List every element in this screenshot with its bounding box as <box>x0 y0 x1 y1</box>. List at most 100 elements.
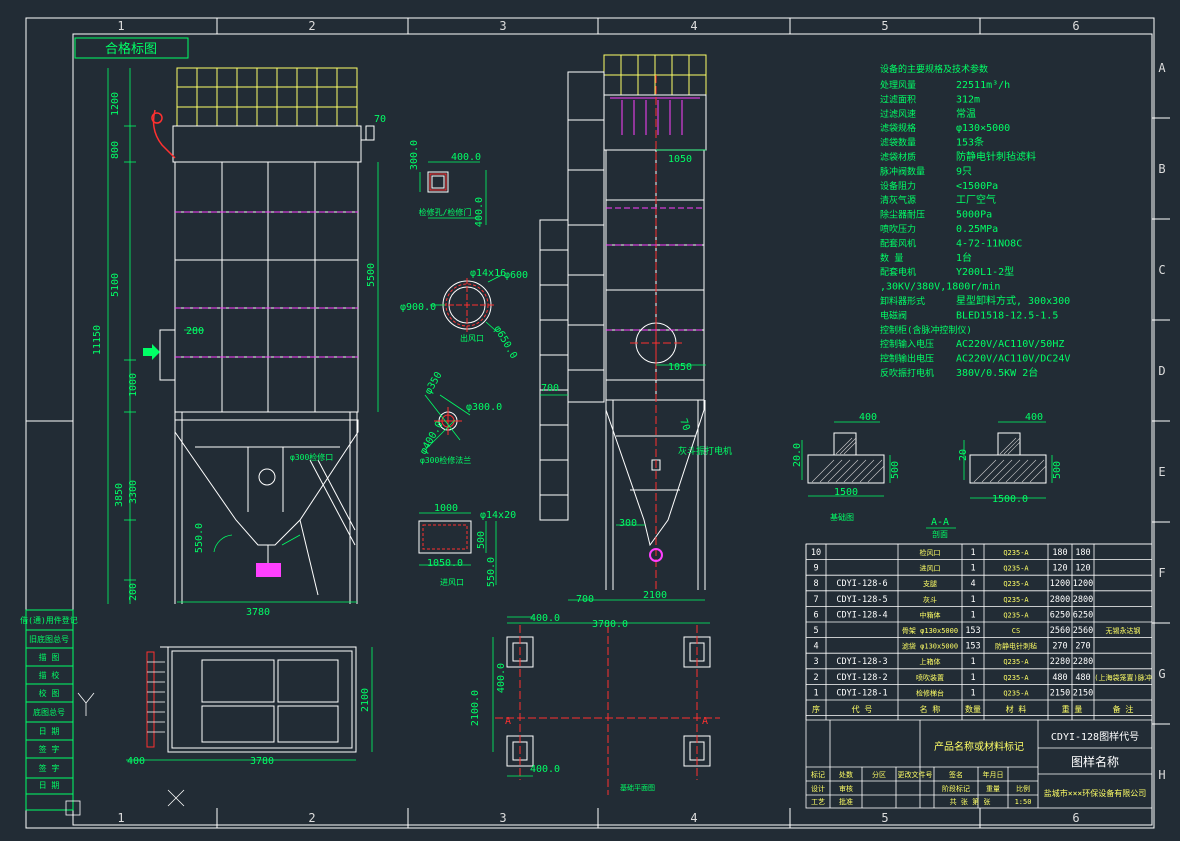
spec-value: 312m <box>956 94 980 105</box>
bom-cell-name: 检风口 <box>920 548 941 557</box>
side-valve-icon <box>649 548 663 562</box>
zone-col-2-bottom: 2 <box>308 811 315 825</box>
bom-cell-qty: 4 <box>970 579 975 589</box>
zone-row-g: G <box>1158 667 1165 681</box>
register-row-6: 底图总号 <box>33 707 65 717</box>
inlet-dim-h: 500 <box>476 531 487 549</box>
spec-label: 控制输入电压 <box>880 338 934 350</box>
spec-value: 星型卸料方式, 300x300 <box>956 294 1070 307</box>
side-dim-top: 1050 <box>668 154 692 165</box>
bom-scale-label: 比例 <box>1016 784 1030 793</box>
bom-cell-qty: 1 <box>970 688 975 698</box>
bom-rev-mark: 标记 <box>811 770 825 779</box>
register-row-9: 签 字 <box>39 763 60 773</box>
foundation-section-sub: 剖面 <box>932 529 948 539</box>
inlet-dim-bolt: φ14x20 <box>480 510 516 521</box>
bom-footer-company: 盐城市×××环保设备有限公司 <box>1044 788 1146 798</box>
bom-cell-name: 喷吹装置 <box>916 673 944 682</box>
outlet-dim-inner: φ900.0 <box>400 302 436 313</box>
register-row-8: 签 字 <box>39 744 60 754</box>
spec-value: 22511m³/h <box>956 80 1010 91</box>
zone-row-a: A <box>1158 61 1166 75</box>
bom-cell-qty: 1 <box>970 595 975 605</box>
foundation-left-dim-bottom: 1500 <box>834 487 858 498</box>
bom-cell-no: 4 <box>813 642 818 652</box>
inlet-port-detail: 1000 φ14x20 500 1050.0 550.0 进风口 <box>418 503 516 587</box>
bom-stage: 阶段标记 <box>942 784 970 793</box>
small-flange-caption: φ300检修法兰 <box>420 455 471 465</box>
bom-cell-mat: Q235-A <box>1003 674 1029 682</box>
spec-value: 防静电针刺毡滤料 <box>956 150 1036 163</box>
plan-dim-right: 2100 <box>360 688 371 712</box>
bom-cell-mat: 防静电针刺毡 <box>995 642 1037 651</box>
side-dim-bottom: 2100 <box>643 590 667 601</box>
front-dim-3850: 3850 <box>114 483 125 507</box>
bom-cell-no: 10 <box>811 548 821 558</box>
zone-col-4-bottom: 4 <box>690 811 697 825</box>
side-bag-grid <box>603 54 707 96</box>
bom-role-process: 工艺 <box>811 798 825 806</box>
spec-label: 设备阻力 <box>880 180 916 192</box>
plan-view: 400 3780 2100 <box>126 646 373 767</box>
zone-col-6-top: 6 <box>1072 19 1079 33</box>
bom-rev-doc: 更改文件号 <box>898 770 933 779</box>
bom-cell-qty: 1 <box>970 657 975 667</box>
bom-cell-no: 9 <box>813 564 818 574</box>
bom-cell-mat: Q235-A <box>1003 658 1029 666</box>
bom-drawing-no: CDYI-128图样代号 <box>1051 730 1139 743</box>
spec-value: 4-72-11NO8C <box>956 238 1022 249</box>
zone-col-6-bottom: 6 <box>1072 811 1079 825</box>
spec-value: 380V/0.5KW 2台 <box>956 366 1038 379</box>
spec-value: φ130×5000 <box>956 123 1010 134</box>
bom-role-review: 审核 <box>839 784 853 793</box>
foundation-plan-dim-top: 3780.0 <box>592 619 628 630</box>
bom-cell-code: CDYI-128-2 <box>836 673 887 683</box>
title-stamp: 合格标图 <box>74 37 189 59</box>
inlet-caption: 进风口 <box>440 578 464 587</box>
spec-label: 卸料器形式 <box>880 295 925 307</box>
spec-label: 反吹振打电机 <box>880 367 934 379</box>
bom-cell-w2: 120 <box>1075 564 1090 574</box>
zone-row-b: B <box>1158 162 1165 176</box>
small-flange-dim-a: φ350 <box>423 370 445 396</box>
sheet-frame <box>25 17 1170 829</box>
spec-label: 过滤面积 <box>880 93 916 105</box>
side-hopper-label: 灰斗振打电机 <box>678 445 732 457</box>
spec-value: ,30KV/380V,1800r/min <box>880 282 1000 293</box>
bom-cell-qty: 1 <box>970 564 975 574</box>
spec-label: 电磁阀 <box>880 309 907 321</box>
bom-product-name: 产品名称或材料标记 <box>934 740 1024 753</box>
bom-cell-mat: Q235-A <box>1003 580 1029 588</box>
bom-role-design: 设计 <box>811 784 825 793</box>
spec-label: 配套风机 <box>880 237 916 249</box>
inspection-dim-w: 400.0 <box>451 152 481 163</box>
side-dim-angle: 70 <box>677 417 691 432</box>
bom-cell-qty: 153 <box>965 642 980 652</box>
zone-col-1-bottom: 1 <box>117 811 124 825</box>
bom-rev-zone: 分区 <box>872 770 886 779</box>
bom-header-name: 名 称 <box>920 704 941 714</box>
bom-cell-no: 3 <box>813 657 818 667</box>
bom-cell-mat: Q235-A <box>1003 549 1029 557</box>
bom-cell-no: 6 <box>813 610 818 620</box>
front-dim-3780: 3780 <box>246 607 270 618</box>
foundation-sections: 400 20.0 500 1500 400 20 500 1500.0 基础图 … <box>792 412 1063 539</box>
bom-cell-w2: 2280 <box>1073 657 1093 667</box>
bom-cell-w1: 2560 <box>1050 626 1070 636</box>
bom-cell-qty: 1 <box>970 673 975 683</box>
bom-cell-w2: 270 <box>1075 642 1090 652</box>
inspection-caption: 检修孔/检修门 <box>419 207 472 217</box>
front-dim-70: 70 <box>374 114 386 125</box>
bom-cell-w1: 2280 <box>1050 657 1070 667</box>
zone-col-1-top: 1 <box>117 19 124 33</box>
zone-row-d: D <box>1158 364 1165 378</box>
front-dim-5500: 5500 <box>366 263 377 287</box>
bom-cell-w2: 180 <box>1075 548 1090 558</box>
bom-cell-w2: 2560 <box>1073 626 1093 636</box>
spec-label: 控制输出电压 <box>880 353 934 365</box>
bom-cell-no: 7 <box>813 595 818 605</box>
outlet-dim-bolt: φ14x16 <box>470 268 506 279</box>
outlet-flange-detail: φ14x16 φ600 φ900.0 φ650.0 出风口 <box>400 268 528 361</box>
zone-col-3-bottom: 3 <box>499 811 506 825</box>
